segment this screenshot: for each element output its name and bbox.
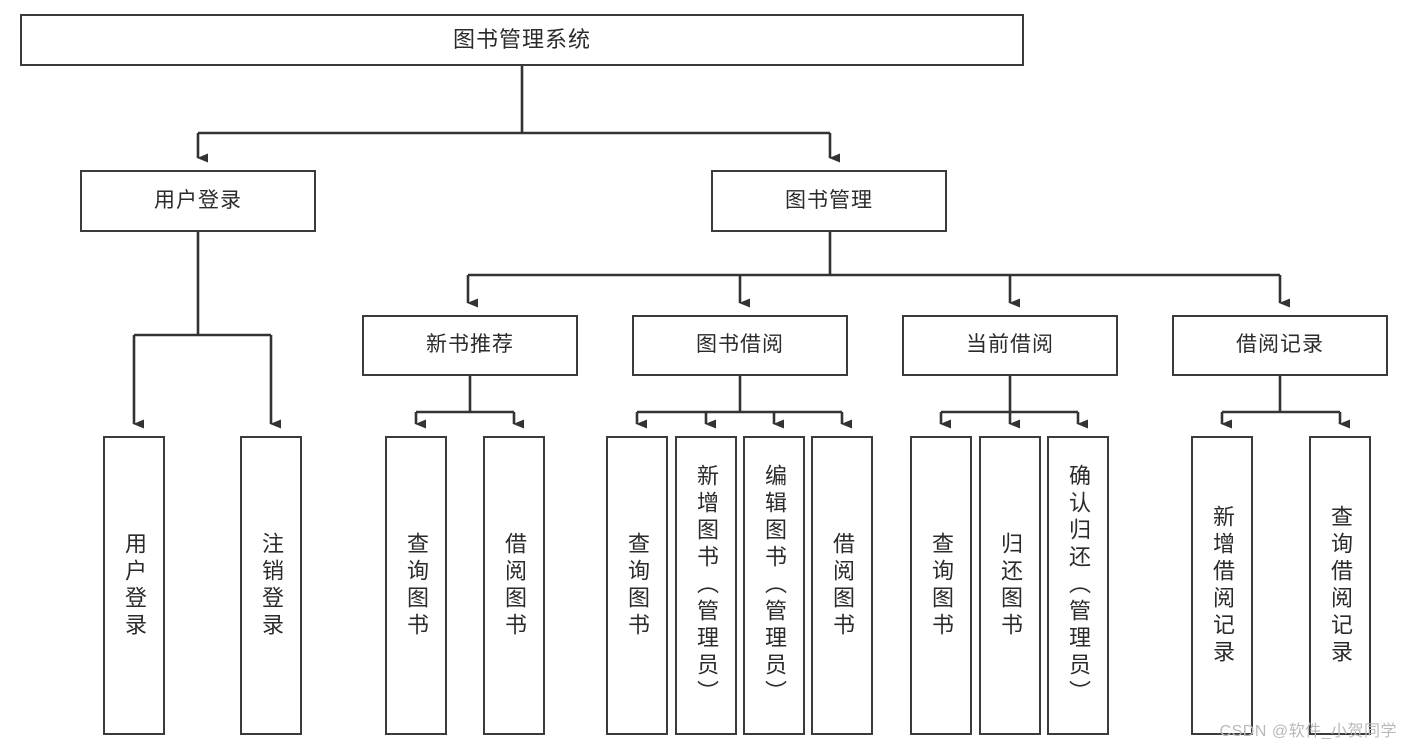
- leaf-book-borrow-edit-book-admin[interactable]: 编辑图书（管理员）: [743, 436, 805, 735]
- node-label: 归还图书: [998, 531, 1023, 640]
- node-label: 借阅图书: [830, 531, 855, 640]
- node-borrow-records[interactable]: 借阅记录: [1172, 315, 1388, 376]
- node-book-management[interactable]: 图书管理: [711, 170, 947, 232]
- node-label: 图书借阅: [696, 333, 784, 357]
- leaf-book-borrow-query-book[interactable]: 查询图书: [606, 436, 668, 735]
- leaf-user-login-logout[interactable]: 注销登录: [240, 436, 302, 735]
- node-label: 查询图书: [404, 531, 429, 640]
- node-label: 图书管理系统: [452, 27, 591, 53]
- leaf-book-borrow-borrow-book[interactable]: 借阅图书: [811, 436, 873, 735]
- node-label: 注销登录: [259, 531, 284, 640]
- leaf-current-borrow-return-book[interactable]: 归还图书: [979, 436, 1041, 735]
- node-label: 借阅图书: [502, 531, 527, 640]
- node-label: 借阅记录: [1236, 333, 1324, 357]
- node-label: 新书推荐: [426, 333, 514, 357]
- leaf-borrow-records-add-record[interactable]: 新增借阅记录: [1191, 436, 1253, 735]
- node-label: 新增借阅记录: [1210, 504, 1235, 667]
- node-user-login[interactable]: 用户登录: [80, 170, 316, 232]
- node-label: 当前借阅: [966, 333, 1054, 357]
- node-label: 确认归还（管理员）: [1066, 464, 1091, 707]
- node-current-borrow[interactable]: 当前借阅: [902, 315, 1118, 376]
- node-label: 新增图书（管理员）: [694, 464, 719, 707]
- node-new-book-recommend[interactable]: 新书推荐: [362, 315, 578, 376]
- leaf-borrow-records-query-record[interactable]: 查询借阅记录: [1309, 436, 1371, 735]
- node-label: 查询图书: [929, 531, 954, 640]
- node-label: 图书管理: [785, 188, 873, 212]
- node-label: 编辑图书（管理员）: [762, 464, 787, 707]
- leaf-user-login-login[interactable]: 用户登录: [103, 436, 165, 735]
- node-root-book-management-system[interactable]: 图书管理系统: [20, 14, 1024, 66]
- leaf-current-borrow-query-book[interactable]: 查询图书: [910, 436, 972, 735]
- node-book-borrow[interactable]: 图书借阅: [632, 315, 848, 376]
- leaf-current-borrow-confirm-return-admin[interactable]: 确认归还（管理员）: [1047, 436, 1109, 735]
- leaf-new-book-query-book[interactable]: 查询图书: [385, 436, 447, 735]
- leaf-new-book-borrow-book[interactable]: 借阅图书: [483, 436, 545, 735]
- node-label: 查询借阅记录: [1328, 504, 1353, 667]
- node-label: 查询图书: [625, 531, 650, 640]
- node-label: 用户登录: [154, 188, 242, 212]
- node-label: 用户登录: [122, 531, 147, 640]
- leaf-book-borrow-add-book-admin[interactable]: 新增图书（管理员）: [675, 436, 737, 735]
